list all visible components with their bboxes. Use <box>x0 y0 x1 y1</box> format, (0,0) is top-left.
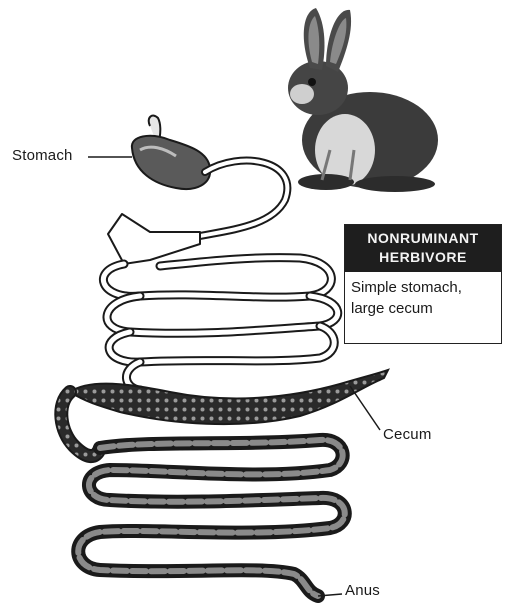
small-intestine <box>103 161 337 390</box>
info-heading-line1: NONRUMINANT <box>347 229 499 248</box>
label-cecum: Cecum <box>383 426 432 443</box>
info-heading-line2: HERBIVORE <box>347 248 499 267</box>
info-body-line1: Simple stomach, <box>351 277 495 298</box>
rabbit-illustration <box>288 8 438 192</box>
info-box-heading: NONRUMINANT HERBIVORE <box>345 225 501 272</box>
stomach-organ <box>132 116 210 189</box>
info-body-line2: large cecum <box>351 298 495 319</box>
label-stomach: Stomach <box>12 147 73 164</box>
label-anus: Anus <box>345 582 380 599</box>
large-intestine <box>78 440 345 596</box>
info-box-body: Simple stomach, large cecum <box>345 272 501 324</box>
info-box: NONRUMINANT HERBIVORE Simple stomach, la… <box>344 224 502 344</box>
